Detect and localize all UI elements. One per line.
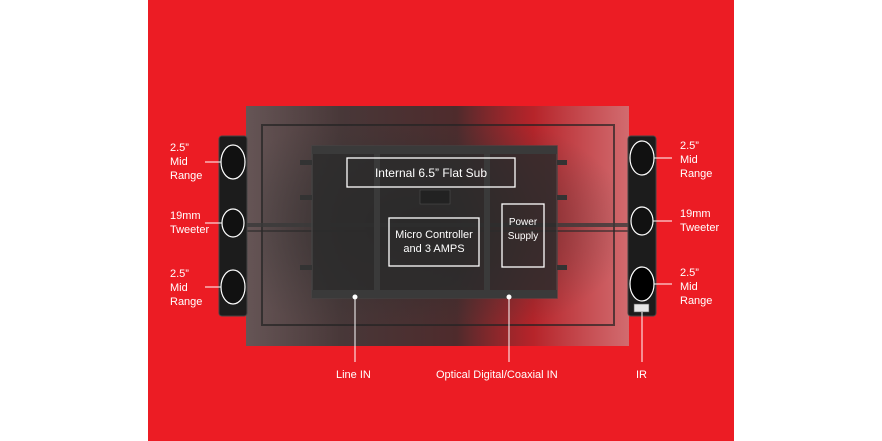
left-bottom-driver	[220, 269, 246, 305]
left-top-driver	[220, 144, 246, 180]
internal-chassis	[311, 145, 558, 299]
sub-box	[346, 157, 516, 188]
right-bottom-driver	[629, 266, 655, 302]
ir-label: IR	[636, 369, 647, 381]
sub-label: Internal 6.5” Flat Sub	[374, 166, 488, 180]
optical-in-label: Optical Digital/Coaxial IN	[436, 369, 558, 381]
controller-box	[388, 217, 480, 267]
right-top-driver	[629, 140, 655, 176]
right-tweeter	[630, 206, 654, 236]
power-box	[501, 203, 545, 268]
left-tweeter	[221, 208, 245, 238]
line-in-label: Line IN	[336, 369, 371, 381]
ir-sensor	[633, 303, 650, 313]
